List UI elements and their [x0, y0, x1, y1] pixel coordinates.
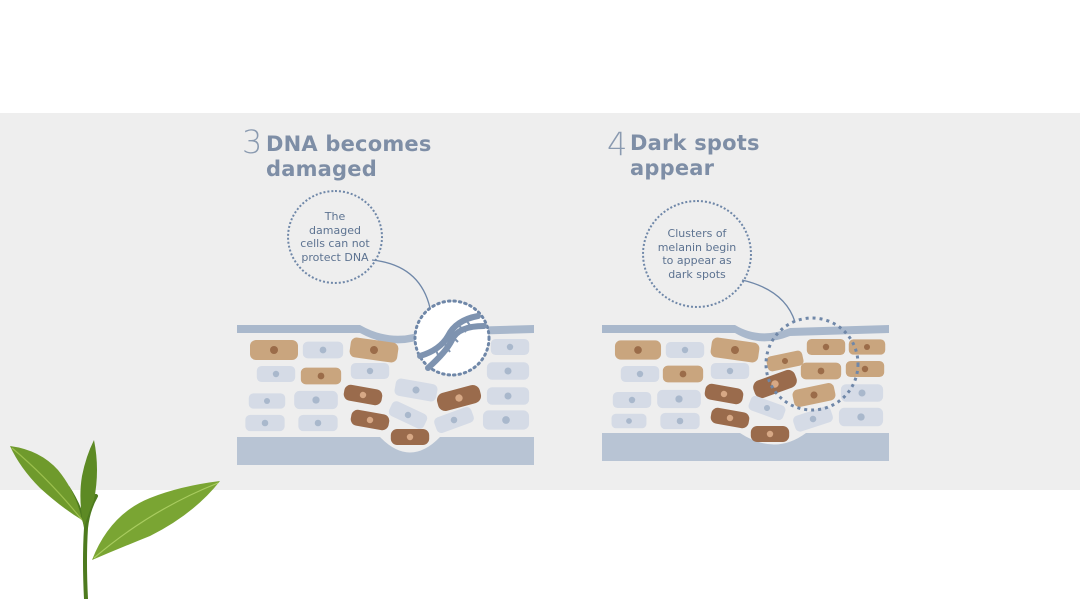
- cell: [845, 361, 885, 377]
- cell: [486, 362, 530, 380]
- cell: [709, 406, 751, 430]
- cell: [765, 349, 805, 373]
- cell: [806, 339, 846, 355]
- cell: [294, 390, 338, 410]
- cell: [245, 414, 285, 432]
- cell: [751, 367, 799, 401]
- callout-text-step4: Clusters of melanin begin to appear as d…: [657, 227, 737, 281]
- cell: [298, 414, 338, 432]
- cell: [657, 389, 701, 409]
- cell: [611, 413, 647, 429]
- cell: [620, 366, 660, 382]
- cell: [490, 339, 530, 355]
- tea-leaf-decoration: [10, 440, 220, 599]
- cell: [614, 340, 662, 360]
- cell: [393, 377, 439, 403]
- cell: [709, 336, 761, 364]
- cells-group: [245, 336, 530, 445]
- cell: [710, 363, 750, 379]
- cell: [387, 399, 429, 431]
- cell: [435, 383, 483, 413]
- dna-icon: [413, 299, 491, 377]
- cell: [248, 393, 286, 409]
- callout-text-step3: The damaged cells can not protect DNA: [300, 210, 370, 264]
- cell: [349, 408, 391, 432]
- cell: [660, 412, 700, 430]
- callout-connector: [741, 279, 796, 323]
- cell: [300, 367, 342, 385]
- cell: [486, 387, 530, 405]
- dermis-layer: [602, 433, 889, 461]
- callout-connector: [371, 259, 431, 309]
- step-3-title-line2: damaged: [266, 157, 377, 181]
- skin-section-step4: [602, 279, 889, 461]
- step-4-title-line1: Dark spots: [630, 131, 760, 155]
- cell: [662, 365, 704, 383]
- cell: [256, 366, 296, 382]
- step-3-number: 3: [242, 123, 263, 161]
- illustration-band: [0, 113, 1080, 490]
- skin-section-step3: [237, 259, 534, 465]
- cell: [250, 340, 298, 360]
- step-4-title-line2: appear: [630, 156, 715, 180]
- cell: [840, 384, 884, 402]
- cell: [390, 429, 430, 445]
- cell: [302, 341, 344, 359]
- cells-group: [611, 336, 886, 442]
- cell: [750, 426, 790, 442]
- cell: [800, 362, 842, 380]
- cell: [791, 382, 837, 408]
- cell: [612, 392, 652, 408]
- step-4-number: 4: [607, 125, 628, 163]
- skin-surface: [602, 325, 889, 342]
- cell: [848, 339, 886, 355]
- cell: [342, 383, 384, 407]
- cell: [838, 407, 884, 427]
- cell: [482, 410, 530, 430]
- cell: [703, 382, 745, 406]
- cell: [432, 405, 476, 435]
- cell: [350, 363, 390, 379]
- melanin-cluster-highlight: [764, 316, 860, 412]
- dermis-layer: [237, 437, 534, 465]
- cell: [665, 342, 705, 358]
- step-3-title-line1: DNA becomes: [266, 132, 432, 156]
- callout-bubble-step3: The damaged cells can not protect DNA: [287, 190, 383, 284]
- callout-bubble-step4: Clusters of melanin begin to appear as d…: [642, 200, 752, 308]
